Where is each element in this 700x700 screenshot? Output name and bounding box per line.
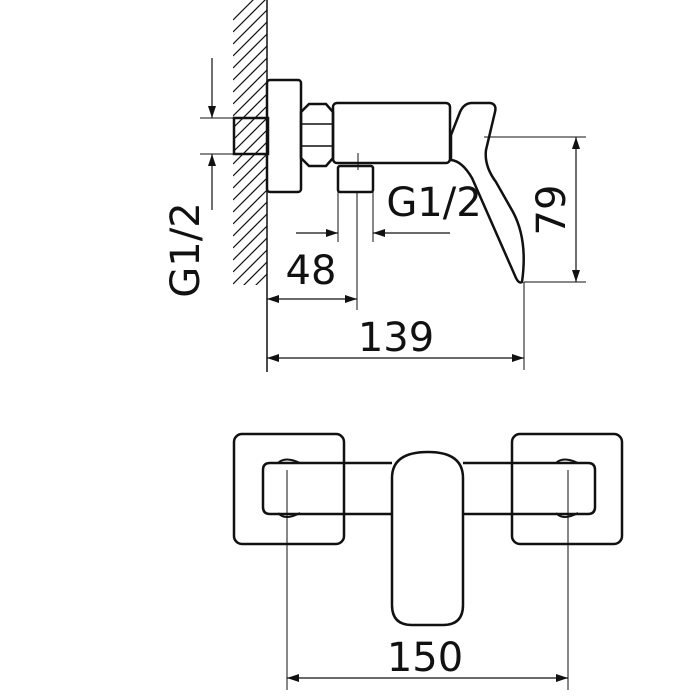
center-lever-handle: [390, 450, 465, 627]
dim-lever-height-label: 79: [529, 185, 575, 236]
dim-outlet-offset-label: 48: [286, 248, 337, 294]
dim-center-distance: [286, 470, 569, 690]
dim-center-distance-label: 150: [387, 635, 463, 681]
dim-outlet-thread: [296, 192, 450, 242]
left-connector: [277, 458, 301, 518]
wall-escutcheon: [265, 78, 303, 194]
mixer-body: [331, 101, 452, 165]
dim-outlet-offset: [267, 192, 358, 310]
dim-inlet-thread-label: G1/2: [163, 202, 209, 297]
side-view: G1/2 G1/2 48 139 79: [163, 0, 586, 372]
right-escutcheon: [510, 432, 624, 546]
right-connector: [555, 458, 579, 518]
dim-lever-height: [484, 136, 586, 283]
eccentric-nut: [299, 102, 335, 168]
outlet-nozzle: [336, 164, 375, 194]
inlet-pipe: [232, 116, 270, 156]
dim-inlet-thread: [200, 58, 234, 210]
dim-total-depth: [267, 282, 525, 370]
left-escutcheon: [232, 432, 346, 546]
dim-total-depth-label: 139: [358, 315, 434, 361]
lever-handle: [449, 101, 525, 284]
horizontal-body-bar: [261, 461, 597, 516]
front-view: 150: [232, 432, 624, 690]
wall-hatching: [233, 0, 267, 285]
dim-outlet-thread-label: G1/2: [386, 180, 481, 226]
